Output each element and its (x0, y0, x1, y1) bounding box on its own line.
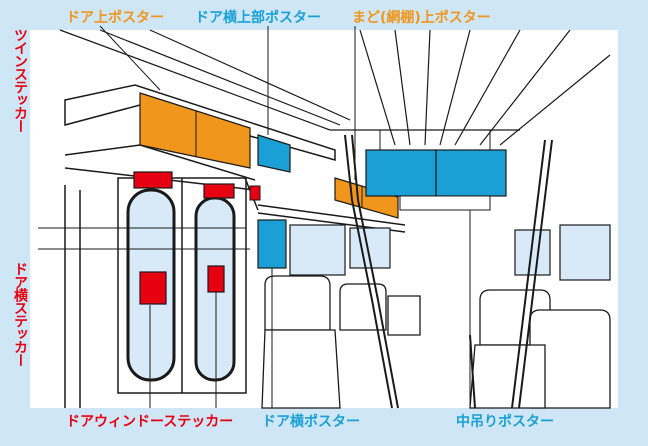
door-window-sticker-left (139, 271, 167, 305)
door-side-poster-label: ドア横ポスター (262, 414, 360, 430)
side-windows (289, 224, 611, 281)
twin-sticker-right (203, 183, 235, 199)
door-side-poster-panel (257, 219, 287, 269)
door-side-top-poster-label: ドア横上部ポスター (195, 10, 321, 26)
hanging-poster-panel-right (435, 149, 507, 197)
hanging-poster-panel-left (365, 149, 437, 197)
hanging-poster-label: 中吊りポスター (456, 414, 554, 430)
door-side-sticker-label: ドア横ステッカー (12, 262, 28, 366)
twin-sticker-label: ツインステッカー (12, 28, 28, 132)
door-side-sticker-panel (249, 185, 261, 201)
door-window-sticker-right (207, 265, 225, 293)
door-top-poster-label: ドア上ポスター (66, 10, 164, 26)
twin-sticker-left (133, 171, 173, 189)
door-frame (64, 177, 259, 408)
door-top-poster-panel (139, 92, 251, 169)
ceiling-lines (59, 29, 611, 146)
leader-lines (38, 25, 471, 408)
door-window-sticker-label: ドアウィンドーステッカー (66, 414, 234, 430)
rack-top-poster-label: まど(網棚)上ポスター (352, 10, 491, 26)
door-side-top-poster-panel (257, 134, 291, 173)
